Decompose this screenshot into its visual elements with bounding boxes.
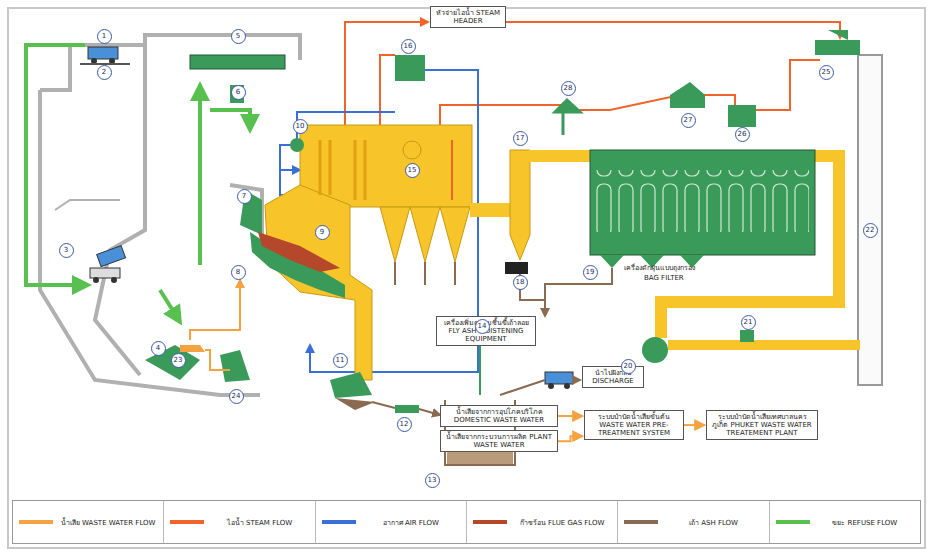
process-box: ระบบบำบัดน้ำเสียขั้นต้น WASTE WATER PRE-…	[584, 410, 684, 440]
bag-filter	[520, 150, 815, 316]
legend-entry: ไอน้ำ STEAM FLOW	[164, 501, 315, 543]
callout-number: 18	[513, 275, 528, 290]
callout-number: 27	[681, 113, 696, 128]
legend-text: ขยะ REFUSE FLOW	[816, 517, 914, 528]
bunker-and-crane	[145, 55, 285, 380]
building	[40, 35, 882, 395]
callout-number: 2	[97, 65, 112, 80]
callout-number: 24	[229, 389, 244, 404]
callout-number: 16	[401, 39, 416, 54]
legend-entry: น้ำเสีย WASTE WATER FLOW	[13, 501, 164, 543]
refuse-flow	[26, 45, 250, 322]
legend-text: ก๊าซร้อน FLUE GAS FLOW	[513, 517, 611, 528]
legend-text: ไอน้ำ STEAM FLOW	[210, 517, 308, 528]
callout-number: 26	[735, 127, 750, 142]
legend-swatch	[473, 520, 507, 524]
callout-number: 4	[151, 341, 166, 356]
callout-number: 9	[315, 225, 330, 240]
flow-connector	[558, 415, 583, 417]
process-box: น้ำเสียจากการอุปโภคบริโภค DOMESTIC WASTE…	[440, 405, 558, 427]
legend-entry: ก๊าซร้อน FLUE GAS FLOW	[467, 501, 618, 543]
callout-number: 21	[741, 315, 756, 330]
process-box: น้ำเสียจากกระบวนการผลิต PLANT WASTE WATE…	[440, 430, 558, 452]
box-text: ระบบบำบัดน้ำเสียขั้นต้น WASTE WATER PRE-…	[588, 413, 680, 437]
flow-connector	[558, 436, 583, 441]
callout-number: 6	[231, 85, 246, 100]
legend-swatch	[19, 520, 53, 524]
frame	[8, 8, 925, 548]
callout-number: 12	[397, 417, 412, 432]
callout-number: 23	[171, 353, 186, 368]
callout-number: 11	[333, 353, 348, 368]
callout-number: 20	[621, 359, 636, 374]
legend-swatch	[776, 520, 810, 524]
equipment	[180, 30, 860, 465]
callout-number: 5	[231, 29, 246, 44]
callout-number: 22	[863, 223, 878, 238]
legend-entry: อากาศ AIR FLOW	[316, 501, 467, 543]
callout-number: 1	[97, 29, 112, 44]
callout-number: 13	[425, 473, 440, 488]
legend-swatch	[322, 520, 356, 524]
legend-entry: เถ้า ASH FLOW	[618, 501, 769, 543]
legend-text: เถ้า ASH FLOW	[664, 517, 762, 528]
callout-number: 28	[561, 81, 576, 96]
callout-number: 8	[231, 265, 246, 280]
callout-number: 17	[513, 131, 528, 146]
process-box: หัวจ่ายไอน้ำ STEAM HEADER	[430, 6, 506, 28]
callout-number: 25	[819, 65, 834, 80]
callout-number: 14	[475, 319, 490, 334]
legend: น้ำเสีย WASTE WATER FLOW ไอน้ำ STEAM FLOW…	[12, 500, 921, 544]
box-text: ระบบบำบัดน้ำเสียเทศบาลนครภูเก็ต PHUKET W…	[710, 413, 814, 437]
box-text: น้ำเสียจากกระบวนการผลิต PLANT WASTE WATE…	[444, 433, 554, 449]
box-text: หัวจ่ายไอน้ำ STEAM HEADER	[434, 9, 502, 25]
trucks	[80, 47, 573, 389]
equipment-label: BAG FILTER	[644, 274, 684, 282]
legend-swatch	[170, 520, 204, 524]
box-text: น้ำเสียจากการอุปโภคบริโภค DOMESTIC WASTE…	[444, 408, 554, 424]
callout-number: 15	[405, 163, 420, 178]
legend-swatch	[624, 520, 658, 524]
waste-water-and-ash-lines	[190, 280, 580, 415]
legend-text: น้ำเสีย WASTE WATER FLOW	[59, 517, 157, 528]
callout-number: 7	[237, 189, 252, 204]
equipment-label: เครื่องดักฝุ่นแบบถุงกรอง	[624, 262, 695, 273]
legend-text: อากาศ AIR FLOW	[362, 517, 460, 528]
process-box: ระบบบำบัดน้ำเสียเทศบาลนครภูเก็ต PHUKET W…	[706, 410, 818, 440]
legend-entry: ขยะ REFUSE FLOW	[770, 501, 920, 543]
callout-number: 3	[59, 243, 74, 258]
callout-number: 10	[293, 119, 308, 134]
flow-connector	[684, 424, 705, 426]
callout-number: 19	[583, 265, 598, 280]
